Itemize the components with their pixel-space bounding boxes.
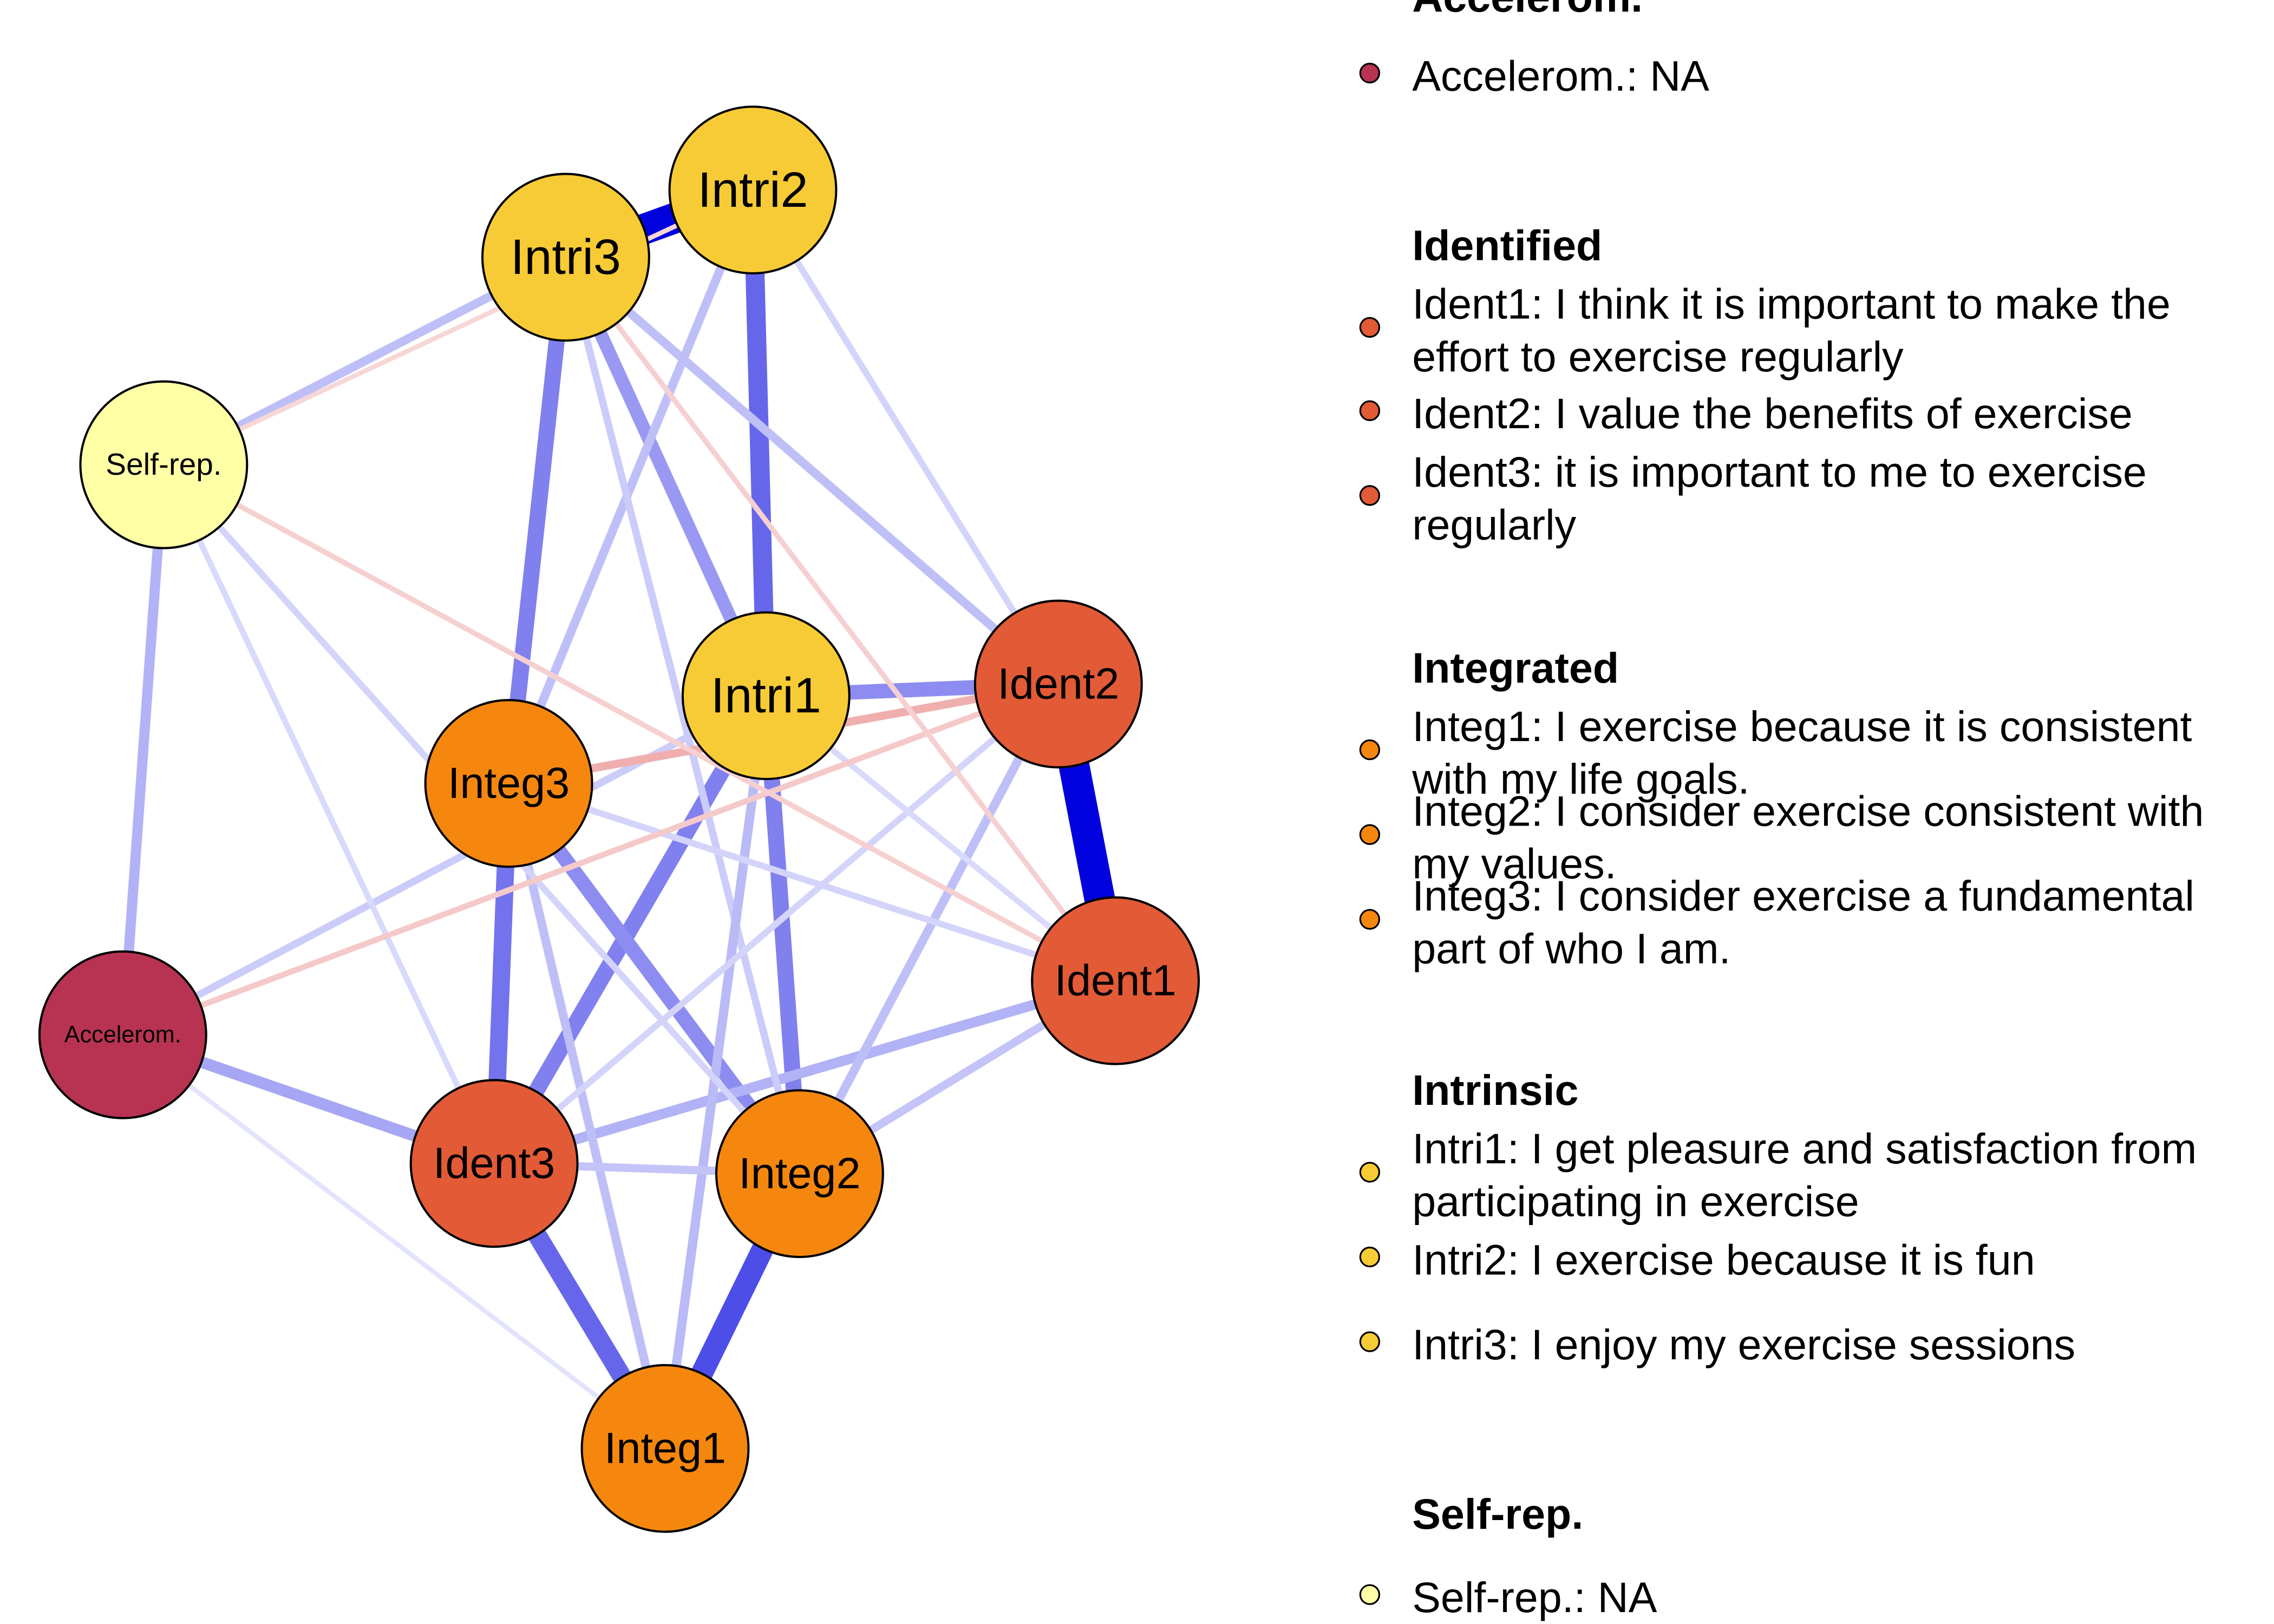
- node-circle: [424, 699, 593, 868]
- legend-item-text: effort to exercise regularly: [1412, 332, 1904, 381]
- legend-item-text: Intri2: I exercise because it is fun: [1412, 1235, 2035, 1284]
- legend-item-text: Ident3: it is important to me to exercis…: [1412, 448, 2147, 496]
- legend-section-title: Identified: [1412, 221, 1602, 270]
- legend-item-text: with my life goals.: [1412, 755, 1749, 803]
- node-circle: [79, 380, 249, 549]
- edge-Intri3-Integ3: [500, 256, 574, 784]
- edge-Accelerom-Ident2: [121, 681, 1060, 1038]
- legend-item-text: Self-rep.: NA: [1412, 1573, 1657, 1621]
- node-label: Integ2: [739, 1149, 860, 1198]
- edge-Self-rep-Ident1: [162, 462, 1117, 983]
- node-circle: [409, 1079, 579, 1248]
- legend: Accelerom. Accelerom.: NA IdentifiedIdent1…: [1359, 0, 2204, 1621]
- legend-dot: [1359, 1162, 1381, 1183]
- node-ident2[interactable]: Ident2: [973, 599, 1143, 769]
- legend-item-text: Intri3: I enjoy my exercise sessions: [1412, 1320, 2075, 1368]
- node-label: Integ1: [604, 1424, 726, 1473]
- node-label: Intri3: [511, 230, 621, 285]
- legend-dot: [1359, 1331, 1381, 1352]
- node-ident1[interactable]: Ident1: [1031, 896, 1200, 1065]
- legend-section-title: Integrated: [1412, 644, 1619, 692]
- node-self-rep[interactable]: Self-rep.: [79, 380, 249, 549]
- edge-Integ1-Integ3: [504, 782, 670, 1450]
- edge-layer: [117, 175, 1131, 1453]
- edge-Ident3-Ident1: [492, 975, 1117, 1169]
- legend-dot: [1359, 739, 1381, 761]
- node-intri2[interactable]: Intri2: [668, 106, 838, 274]
- node-circle: [973, 599, 1143, 769]
- edge-Intri3-Ident1: [564, 256, 1118, 983]
- node-label: Intri1: [711, 668, 821, 723]
- node-circle: [715, 1089, 884, 1259]
- legend-item-text: part of who I am.: [1412, 924, 1730, 972]
- legend-item-text: my values.: [1412, 840, 1617, 888]
- node-label: Ident1: [1054, 957, 1176, 1005]
- edge-Intri3-Ident2: [563, 254, 1062, 687]
- node-ident3[interactable]: Ident3: [409, 1079, 579, 1248]
- edge-Integ3-Ident1: [507, 780, 1116, 984]
- legend-item-text: Intri1: I get pleasure and satisfaction …: [1412, 1124, 2197, 1173]
- node-intri3[interactable]: Intri3: [481, 173, 650, 342]
- node-circle: [1031, 896, 1200, 1065]
- node-integ1[interactable]: Integ1: [580, 1364, 750, 1533]
- legend-dot: [1359, 62, 1381, 84]
- node-circle: [38, 950, 207, 1119]
- node-label: Ident3: [433, 1139, 555, 1188]
- legend-section-title: Accelerom.: [1412, 0, 1643, 21]
- legend-dot: [1359, 824, 1381, 845]
- node-circle: [681, 611, 851, 781]
- edge-Intri2-Ident2: [750, 188, 1061, 686]
- node-circle: [580, 1364, 750, 1533]
- node-label: Intri2: [697, 162, 808, 218]
- node-circle: [668, 106, 838, 274]
- edge-Self-rep-Intri2: [162, 188, 754, 467]
- legend-item-text: Integ1: I exercise because it is consist…: [1412, 702, 2192, 750]
- legend-dot: [1359, 1246, 1381, 1268]
- node-circle: [481, 173, 650, 342]
- legend-dot: [1359, 909, 1381, 930]
- legend-item-text: Integ3: I consider exercise a fundamenta…: [1412, 872, 2194, 920]
- edge-Accelerom-Integ1: [121, 1033, 667, 1451]
- node-label: Self-rep.: [106, 448, 221, 482]
- edge-Integ2-Ident2: [795, 682, 1062, 1176]
- node-intri1[interactable]: Intri1: [681, 611, 851, 781]
- node-label: Ident2: [997, 660, 1119, 709]
- node-integ3[interactable]: Integ3: [424, 699, 593, 868]
- legend-dot: [1359, 317, 1381, 338]
- edge-Self-rep-Accelerom: [117, 464, 169, 1036]
- legend-item-text: Accelerom.: NA: [1412, 51, 1709, 100]
- node-label: Accelerom.: [64, 1022, 181, 1048]
- legend-dot: [1359, 400, 1381, 421]
- legend-item-text: Integ2: I consider exercise consistent w…: [1412, 787, 2204, 835]
- edge-Ident3-Ident2: [492, 682, 1061, 1166]
- edge-Intri2-Integ3: [505, 188, 757, 785]
- legend-section-title: Self-rep.: [1412, 1490, 1583, 1538]
- node-accelerom[interactable]: Accelerom.: [38, 950, 207, 1119]
- edge-Intri3-Integ2: [562, 256, 803, 1175]
- legend-item-text: Ident1: I think it is important to make …: [1412, 280, 2171, 328]
- legend-dot: [1359, 1584, 1381, 1605]
- legend-dot: [1359, 485, 1381, 506]
- node-label: Integ3: [448, 759, 570, 808]
- edge-Ident3-Intri1: [487, 691, 773, 1168]
- edge-Self-rep-Ident3: [161, 463, 497, 1165]
- edge-Integ1-Intri1: [660, 695, 771, 1449]
- legend-item-text: regularly: [1412, 500, 1576, 548]
- legend-section-title: Intrinsic: [1412, 1066, 1578, 1114]
- node-integ2[interactable]: Integ2: [715, 1089, 884, 1259]
- legend-item-text: participating in exercise: [1412, 1177, 1859, 1225]
- legend-item-text: Ident2: I value the benefits of exercise: [1412, 389, 2133, 437]
